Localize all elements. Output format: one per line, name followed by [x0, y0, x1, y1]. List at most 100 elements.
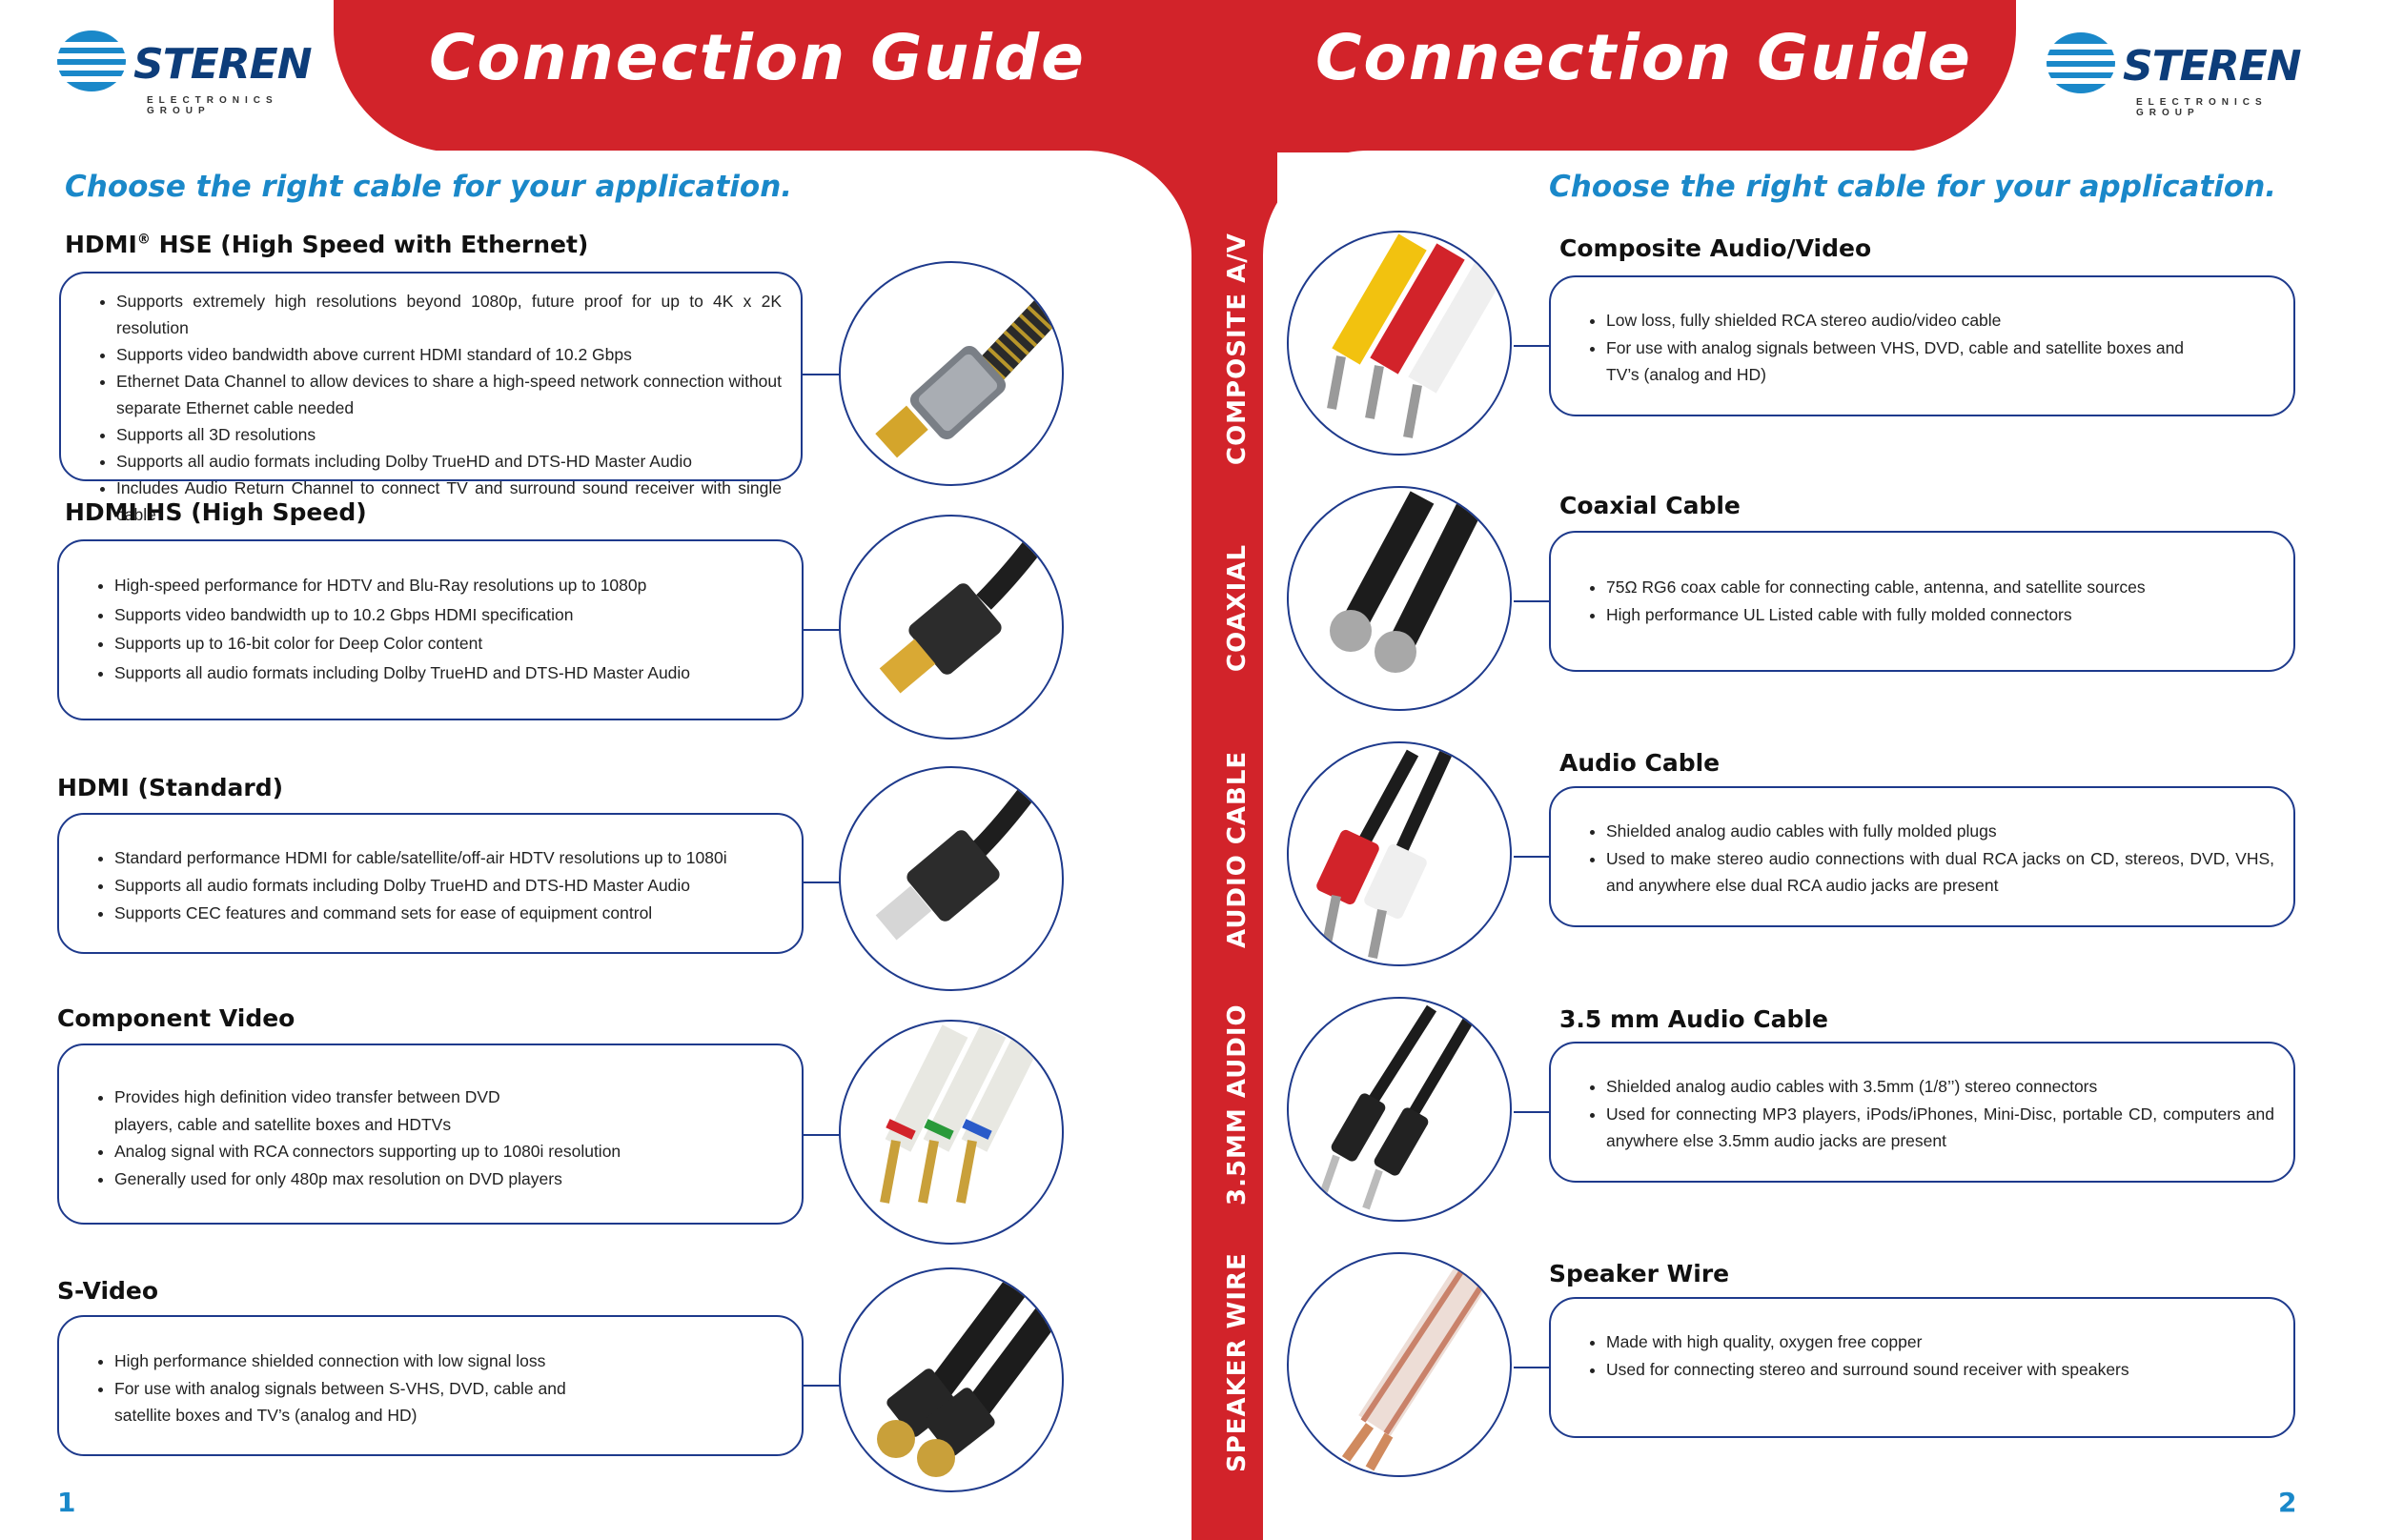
- section-title-composite: Composite Audio/Video: [1559, 234, 1872, 262]
- spine-label-component-video: COMPONENT VIDEO: [1108, 984, 1136, 1273]
- connector-line: [804, 1134, 842, 1136]
- bullet-list: Standard performance HDMI for cable/sate…: [59, 844, 802, 927]
- spine-label-coaxial: COAXIAL: [1223, 543, 1252, 672]
- bullet-list: Supports extremely high resolutions beyo…: [61, 288, 801, 528]
- bullet-list: Made with high quality, oxygen free copp…: [1551, 1328, 2293, 1383]
- hdmi-hse-cable-image: [839, 261, 1064, 486]
- spine-label-composite-av: COMPOSITE A/V: [1223, 233, 1252, 465]
- spine-label-audio-cable: AUDIO CABLE: [1223, 750, 1252, 948]
- bullet-item: Supports up to 16-bit color for Deep Col…: [114, 629, 783, 659]
- bullet-item: Low loss, fully shielded RCA stereo audi…: [1606, 307, 2198, 334]
- bullet-item: Provides high definition video transfer …: [114, 1084, 516, 1138]
- connector-line: [804, 881, 842, 883]
- spine-label-hdmi-hse: HDMI® HSE: [1108, 290, 1136, 452]
- hdmi-standard-cable-image: [839, 766, 1064, 991]
- section-box-hdmi-hse: Supports extremely high resolutions beyo…: [59, 272, 803, 524]
- section-box-coaxial: 75Ω RG6 coax cable for connecting cable,…: [1549, 531, 2295, 672]
- bullet-item: Supports all audio formats including Dol…: [116, 448, 782, 475]
- bullet-item: Standard performance HDMI for cable/sate…: [114, 844, 783, 872]
- bullet-item: 75Ω RG6 coax cable for connecting cable,…: [1606, 574, 2274, 601]
- section-box-hdmi-hs: High-speed performance for HDTV and Blu-…: [57, 539, 804, 720]
- component-video-cable-image: [839, 1020, 1064, 1245]
- bullet-item: Supports CEC features and command sets f…: [114, 900, 783, 927]
- bullet-item: Analog signal with RCA connectors suppor…: [114, 1138, 621, 1165]
- bullet-item: Ethernet Data Channel to allow devices t…: [116, 368, 782, 421]
- connector-line: [1514, 600, 1550, 602]
- spine-label-speaker-wire: SPEAKER WIRE: [1223, 1252, 1252, 1472]
- section-title-s-video: S-Video: [57, 1277, 159, 1305]
- s-video-cable-image: [839, 1267, 1064, 1492]
- connector-line: [803, 374, 841, 375]
- steren-logo-icon: [55, 30, 132, 91]
- connector-line: [1514, 856, 1550, 858]
- bullet-item: High performance shielded connection wit…: [114, 1348, 573, 1375]
- connector-line: [1514, 1367, 1550, 1368]
- subtitle-right: Choose the right cable for your applicat…: [1549, 170, 2277, 204]
- page-title-left: Connection Guide: [429, 21, 1086, 94]
- bullet-list: 75Ω RG6 coax cable for connecting cable,…: [1551, 574, 2293, 629]
- bullet-item: Supports all audio formats including Dol…: [114, 659, 783, 688]
- bullet-item: Made with high quality, oxygen free copp…: [1606, 1328, 2274, 1356]
- bullet-item: Shielded analog audio cables with fully …: [1606, 818, 2274, 845]
- bullet-list: Low loss, fully shielded RCA stereo audi…: [1551, 307, 2293, 389]
- section-title-hdmi-hse: HDMI® HSE (High Speed with Ethernet): [65, 231, 589, 258]
- coaxial-cable-image: [1287, 486, 1512, 711]
- section-title-coaxial: Coaxial Cable: [1559, 492, 1741, 519]
- connector-line: [1514, 345, 1550, 347]
- bullet-list: Shielded analog audio cables with 3.5mm …: [1551, 1073, 2293, 1155]
- bullet-item: Used for connecting stereo and surround …: [1606, 1356, 2274, 1384]
- brand-name: STEREN: [133, 40, 313, 89]
- composite-cable-image: [1287, 231, 1512, 456]
- section-title-hdmi-standard: HDMI (Standard): [57, 774, 284, 801]
- section-box-component-video: Provides high definition video transfer …: [57, 1044, 804, 1225]
- bullet-list: High-speed performance for HDTV and Blu-…: [59, 571, 802, 687]
- bullet-list: Shielded analog audio cables with fully …: [1551, 818, 2293, 900]
- bullet-item: Shielded analog audio cables with 3.5mm …: [1606, 1073, 2274, 1101]
- connector-line: [804, 629, 842, 631]
- bullet-item: For use with analog signals between VHS,…: [1606, 334, 2198, 389]
- bullet-item: Used to make stereo audio connections wi…: [1606, 845, 2274, 900]
- section-box-35mm-audio: Shielded analog audio cables with 3.5mm …: [1549, 1042, 2295, 1183]
- section-box-s-video: High performance shielded connection wit…: [57, 1315, 804, 1456]
- bullet-item: Supports extremely high resolutions beyo…: [116, 288, 782, 341]
- section-box-composite: Low loss, fully shielded RCA stereo audi…: [1549, 275, 2295, 416]
- section-box-audio-cable: Shielded analog audio cables with fully …: [1549, 786, 2295, 927]
- bullet-item: Includes Audio Return Channel to connect…: [116, 475, 782, 528]
- section-title-component-video: Component Video: [57, 1004, 295, 1032]
- bullet-item: Supports all 3D resolutions: [116, 421, 782, 448]
- speaker-wire-image: [1287, 1252, 1512, 1477]
- brand-tagline: ELECTRONICS GROUP: [147, 95, 278, 116]
- section-title-speaker-wire: Speaker Wire: [1549, 1260, 1730, 1287]
- 35mm-audio-cable-image: [1287, 997, 1512, 1222]
- hdmi-hs-cable-image: [839, 515, 1064, 740]
- steren-logo-right: STEREN ELECTRONICS GROUP: [2045, 30, 2302, 126]
- section-title-35mm-audio: 3.5 mm Audio Cable: [1559, 1005, 1828, 1033]
- section-box-speaker-wire: Made with high quality, oxygen free copp…: [1549, 1297, 2295, 1438]
- connector-line: [1514, 1111, 1550, 1113]
- bullet-item: For use with analog signals between S-VH…: [114, 1375, 573, 1429]
- bullet-item: Generally used for only 480p max resolut…: [114, 1165, 562, 1193]
- steren-logo-left: STEREN ELECTRONICS GROUP: [55, 29, 313, 124]
- page-number-right: 2: [2278, 1487, 2297, 1518]
- page-title-right: Connection Guide: [1315, 21, 1972, 94]
- spine-label-s-video: S-VIDEO: [1108, 1317, 1136, 1437]
- section-title-audio-cable: Audio Cable: [1559, 749, 1721, 777]
- spine-label-hdmi-hs: HDMI HS: [1108, 555, 1136, 684]
- header-band: [334, 0, 2016, 152]
- bullet-item: Supports video bandwidth above current H…: [116, 341, 782, 368]
- section-box-hdmi-standard: Standard performance HDMI for cable/sate…: [57, 813, 804, 954]
- audio-cable-image: [1287, 741, 1512, 966]
- spine-label-hdmi-std: HDMI STD: [1108, 781, 1136, 928]
- bullet-list: Provides high definition video transfer …: [59, 1084, 802, 1192]
- bullet-item: Supports all audio formats including Dol…: [114, 872, 783, 900]
- bullet-item: High performance UL Listed cable with fu…: [1606, 601, 2274, 629]
- connector-line: [804, 1385, 842, 1387]
- brand-tagline: ELECTRONICS GROUP: [2136, 97, 2268, 118]
- bullet-item: Supports video bandwidth up to 10.2 Gbps…: [114, 600, 783, 630]
- page-number-left: 1: [57, 1487, 76, 1518]
- spine-label-35mm-audio: 3.5MM AUDIO: [1223, 1003, 1252, 1206]
- section-title-hdmi-hs: HDMI HS (High Speed): [65, 498, 367, 526]
- bullet-item: High-speed performance for HDTV and Blu-…: [114, 571, 783, 600]
- bullet-item: Used for connecting MP3 players, iPods/i…: [1606, 1101, 2274, 1155]
- brand-name: STEREN: [2123, 42, 2302, 91]
